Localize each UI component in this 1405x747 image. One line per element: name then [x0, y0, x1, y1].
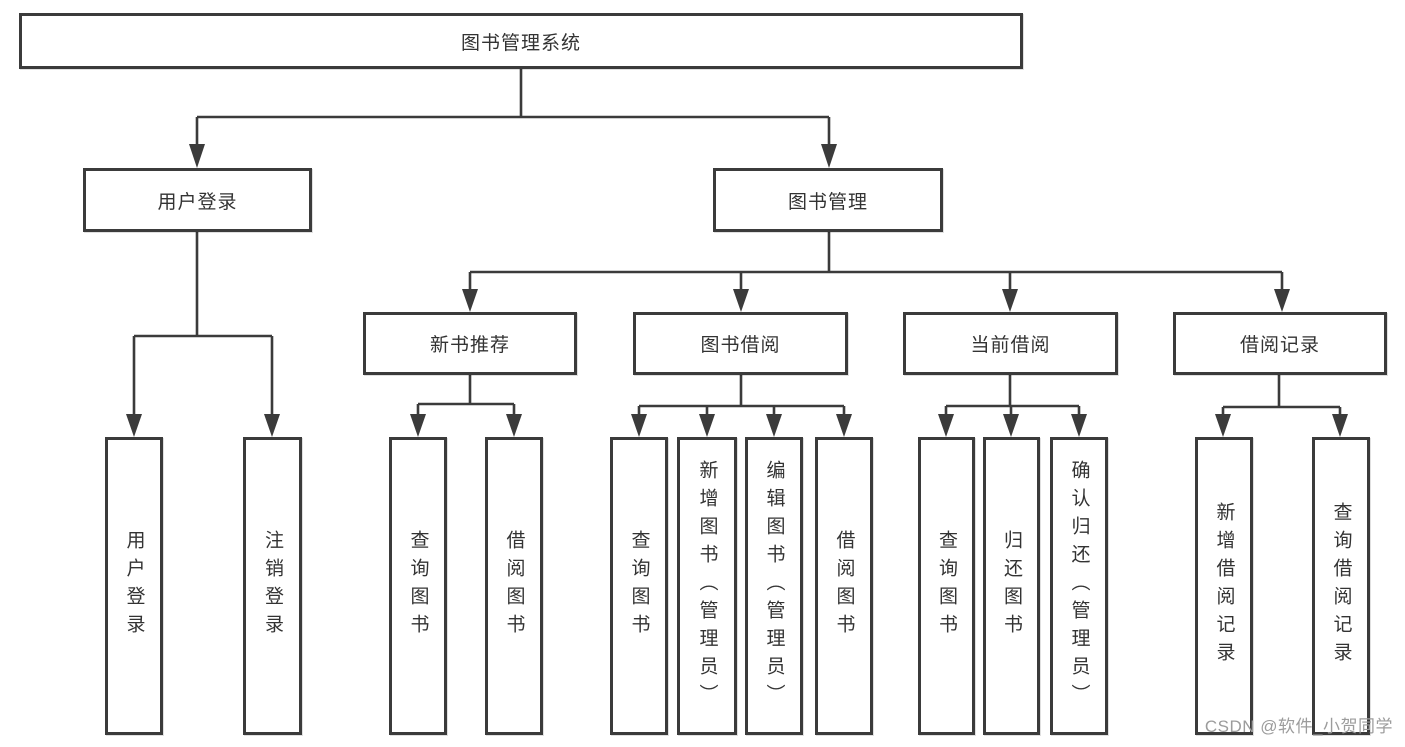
- node-book-management: 图书管理: [713, 168, 943, 232]
- node-label: 当前借阅: [970, 335, 1051, 356]
- arrowhead: [938, 414, 1087, 437]
- leaf-user-login: 用户登录: [105, 437, 163, 735]
- node-label: 编辑图书（管理员）: [763, 460, 785, 712]
- node-label: 图书管理系统: [460, 32, 581, 54]
- leaf-current-query-book: 查询图书: [918, 437, 975, 735]
- node-label: 借阅图书: [833, 530, 855, 642]
- node-label: 图书管理: [787, 191, 868, 213]
- node-label: 用户登录: [157, 191, 238, 213]
- node-label: 确认归还（管理员）: [1068, 460, 1090, 712]
- node-user-login: 用户登录: [83, 168, 312, 232]
- connector-bookmgmt-to-level3: [462, 232, 1290, 312]
- arrowhead: [126, 414, 280, 437]
- node-current-borrowing: 当前借阅: [903, 312, 1118, 375]
- leaf-records-add-record: 新增借阅记录: [1195, 437, 1253, 735]
- connector-borrow-to-leaves: [631, 375, 852, 437]
- leaf-recommend-query-book: 查询图书: [389, 437, 447, 735]
- connector-records-to-leaves: [1215, 375, 1348, 437]
- leaf-borrow-borrow-book: 借阅图书: [815, 437, 873, 735]
- leaf-borrow-query-book: 查询图书: [610, 437, 668, 735]
- connector-login-to-leaves: [126, 232, 280, 437]
- node-label: 新增借阅记录: [1213, 502, 1235, 670]
- leaf-records-query-record: 查询借阅记录: [1312, 437, 1370, 735]
- node-new-book-recommend: 新书推荐: [363, 312, 577, 375]
- node-label: 新书推荐: [429, 335, 510, 356]
- leaf-recommend-borrow-book: 借阅图书: [485, 437, 543, 735]
- node-label: 查询图书: [628, 530, 650, 642]
- node-label: 借阅图书: [503, 530, 525, 642]
- connector-line: [416, 375, 516, 418]
- arrowhead: [462, 289, 1290, 312]
- node-label: 新增图书（管理员）: [696, 460, 718, 712]
- arrowhead: [410, 414, 522, 437]
- connector-line: [637, 375, 846, 418]
- csdn-watermark: CSDN @软件_小贺同学: [1204, 717, 1393, 736]
- arrowhead: [1215, 414, 1348, 437]
- node-label: 借阅记录: [1239, 335, 1320, 356]
- node-label: 查询借阅记录: [1330, 502, 1352, 670]
- arrowhead: [631, 414, 852, 437]
- node-label: 查询图书: [936, 530, 957, 642]
- node-label: 归还图书: [1001, 530, 1022, 642]
- connector-line: [132, 232, 274, 418]
- arrowhead: [189, 144, 837, 168]
- node-label: 注销登录: [262, 530, 283, 642]
- leaf-current-return-book: 归还图书: [983, 437, 1040, 735]
- connector-line: [468, 232, 1284, 292]
- node-borrow-records: 借阅记录: [1173, 312, 1387, 375]
- connector-line: [944, 375, 1081, 418]
- node-label: 用户登录: [123, 530, 145, 642]
- node-label: 查询图书: [407, 530, 429, 642]
- connector-newrec-to-leaves: [410, 375, 522, 437]
- node-label: 图书借阅: [700, 335, 781, 356]
- leaf-borrow-edit-book-admin: 编辑图书（管理员）: [745, 437, 803, 735]
- leaf-current-confirm-return-admin: 确认归还（管理员）: [1050, 437, 1108, 735]
- connector-current-to-leaves: [938, 375, 1087, 437]
- leaf-borrow-add-book-admin: 新增图书（管理员）: [677, 437, 737, 735]
- node-root-system: 图书管理系统: [19, 13, 1023, 69]
- connector-line: [195, 69, 831, 148]
- connector-root-to-level2: [189, 69, 837, 168]
- connector-line: [1221, 375, 1342, 418]
- leaf-logout: 注销登录: [243, 437, 302, 735]
- node-book-borrowing: 图书借阅: [633, 312, 848, 375]
